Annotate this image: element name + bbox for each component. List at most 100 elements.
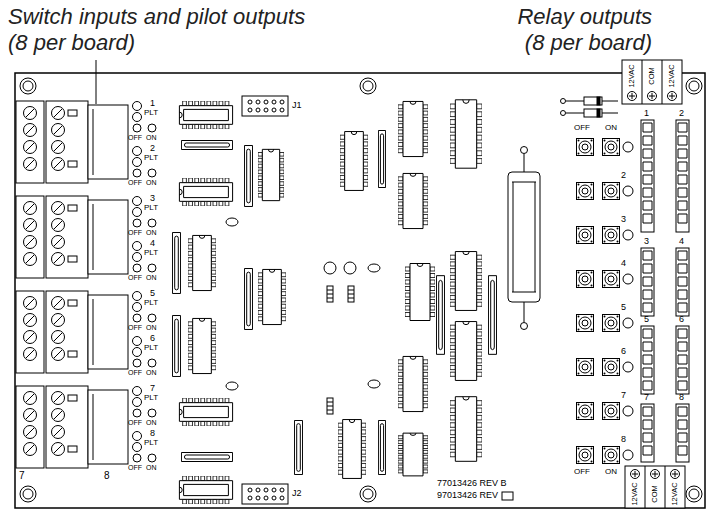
terminal-label: COM [651, 485, 659, 503]
resistor-pack [181, 141, 232, 150]
callout-label: Relay outputs (8 per board) [502, 4, 652, 56]
relay-buttons [577, 359, 634, 376]
switch-label: OFF [128, 419, 142, 426]
relay-buttons [577, 403, 634, 420]
pilot-label: PLT [144, 394, 158, 402]
screw-terminal [16, 291, 128, 373]
pilot-label: PLT [144, 109, 158, 117]
ic-chip [450, 100, 482, 168]
switch-label: OFF [128, 369, 142, 376]
pilot-label: PLT [144, 344, 158, 352]
ic-chip [340, 132, 368, 191]
ic-chip [450, 252, 482, 311]
diode-symbols [561, 97, 619, 117]
ic-chip [338, 420, 366, 479]
part-number: 77013426 REV B [437, 479, 507, 488]
relay-buttons [577, 315, 634, 332]
mounting-hole [20, 486, 36, 502]
terminal-number: 8 [104, 471, 110, 481]
switch-label: ON [146, 229, 157, 236]
pilot-label: PLT [144, 249, 158, 257]
resistor-pack [294, 420, 302, 474]
button-label: OFF [574, 124, 590, 132]
ic-chip [405, 264, 435, 321]
relay-buttons [577, 139, 634, 156]
ic-chip [450, 397, 482, 462]
switch-label: ON [146, 274, 157, 281]
terminal-number: 7 [19, 471, 25, 481]
relay-buttons [577, 271, 634, 288]
relay-connector [641, 120, 654, 462]
resistor-pack [181, 453, 232, 462]
screw-terminal [16, 386, 128, 468]
relay-buttons [577, 447, 634, 464]
terminal-label: 12VAC [631, 482, 639, 505]
pilot-label: PLT [144, 299, 158, 307]
switch-label: ON [146, 419, 157, 426]
relay-number: 4 [621, 259, 626, 268]
power-terminal [622, 60, 685, 508]
relay-number: 3 [621, 215, 626, 224]
resistor-pack [378, 420, 385, 474]
relay-number: 1 [644, 109, 649, 118]
mounting-hole [360, 486, 376, 502]
pilot-label: PLT [144, 439, 158, 447]
callout-label: Switch inputs and pilot outputs (8 per b… [8, 4, 318, 56]
switch-label: OFF [128, 324, 142, 331]
ic-chip [258, 149, 284, 200]
ic-chip [398, 356, 428, 411]
ic-chip [398, 173, 428, 228]
connector-name: J2 [292, 489, 302, 498]
terminal-label: COM [648, 67, 656, 85]
pilot-number: 5 [150, 289, 155, 298]
ic-chip [450, 322, 482, 381]
switch-label: ON [146, 464, 157, 471]
relay-number: 3 [644, 237, 649, 246]
switch-label: ON [146, 179, 157, 186]
switch-label: OFF [128, 464, 142, 471]
pilot-number: 3 [150, 194, 155, 203]
relay-number: 4 [679, 237, 684, 246]
pilot-label: PLT [144, 204, 158, 212]
screw-terminal [16, 196, 128, 278]
leader-line [96, 60, 97, 104]
ic-chip [179, 178, 232, 206]
relay-number: 6 [621, 347, 626, 356]
pilot-label: PLT [144, 154, 158, 162]
relay-number: 2 [679, 109, 684, 118]
relay-buttons [577, 183, 634, 200]
ic-chip [398, 433, 428, 476]
terminal-label: 12VAC [628, 64, 636, 87]
relay-connector [676, 120, 689, 462]
small-components [226, 218, 380, 414]
resistor-pack [436, 276, 444, 355]
switch-label: ON [146, 324, 157, 331]
revision-box [502, 492, 513, 500]
resistor-pack [172, 233, 180, 294]
pilot-number: 7 [150, 384, 155, 393]
button-label: ON [605, 124, 617, 132]
relay-number: 5 [621, 303, 626, 312]
relay-number: 7 [644, 393, 649, 402]
resistor-pack [488, 276, 496, 355]
switch-label: ON [146, 369, 157, 376]
screw-terminal [16, 101, 128, 183]
switch-label: OFF [128, 134, 142, 141]
ic-chip [179, 398, 232, 426]
pilot-number: 6 [150, 334, 155, 343]
mounting-hole [20, 78, 36, 94]
relay-number: 8 [621, 435, 626, 444]
relay-number: 6 [679, 315, 684, 324]
terminal-label: 12VAC [671, 482, 679, 505]
switch-label: OFF [128, 229, 142, 236]
relay-buttons [577, 227, 634, 244]
mounting-hole [686, 486, 702, 502]
ic-chip [258, 269, 286, 324]
resistor-pack [378, 130, 385, 187]
mounting-hole [686, 78, 702, 94]
switch-label: OFF [128, 274, 142, 281]
part-number: 97013426 REV [437, 491, 498, 500]
terminal-label: 12VAC [668, 64, 676, 87]
